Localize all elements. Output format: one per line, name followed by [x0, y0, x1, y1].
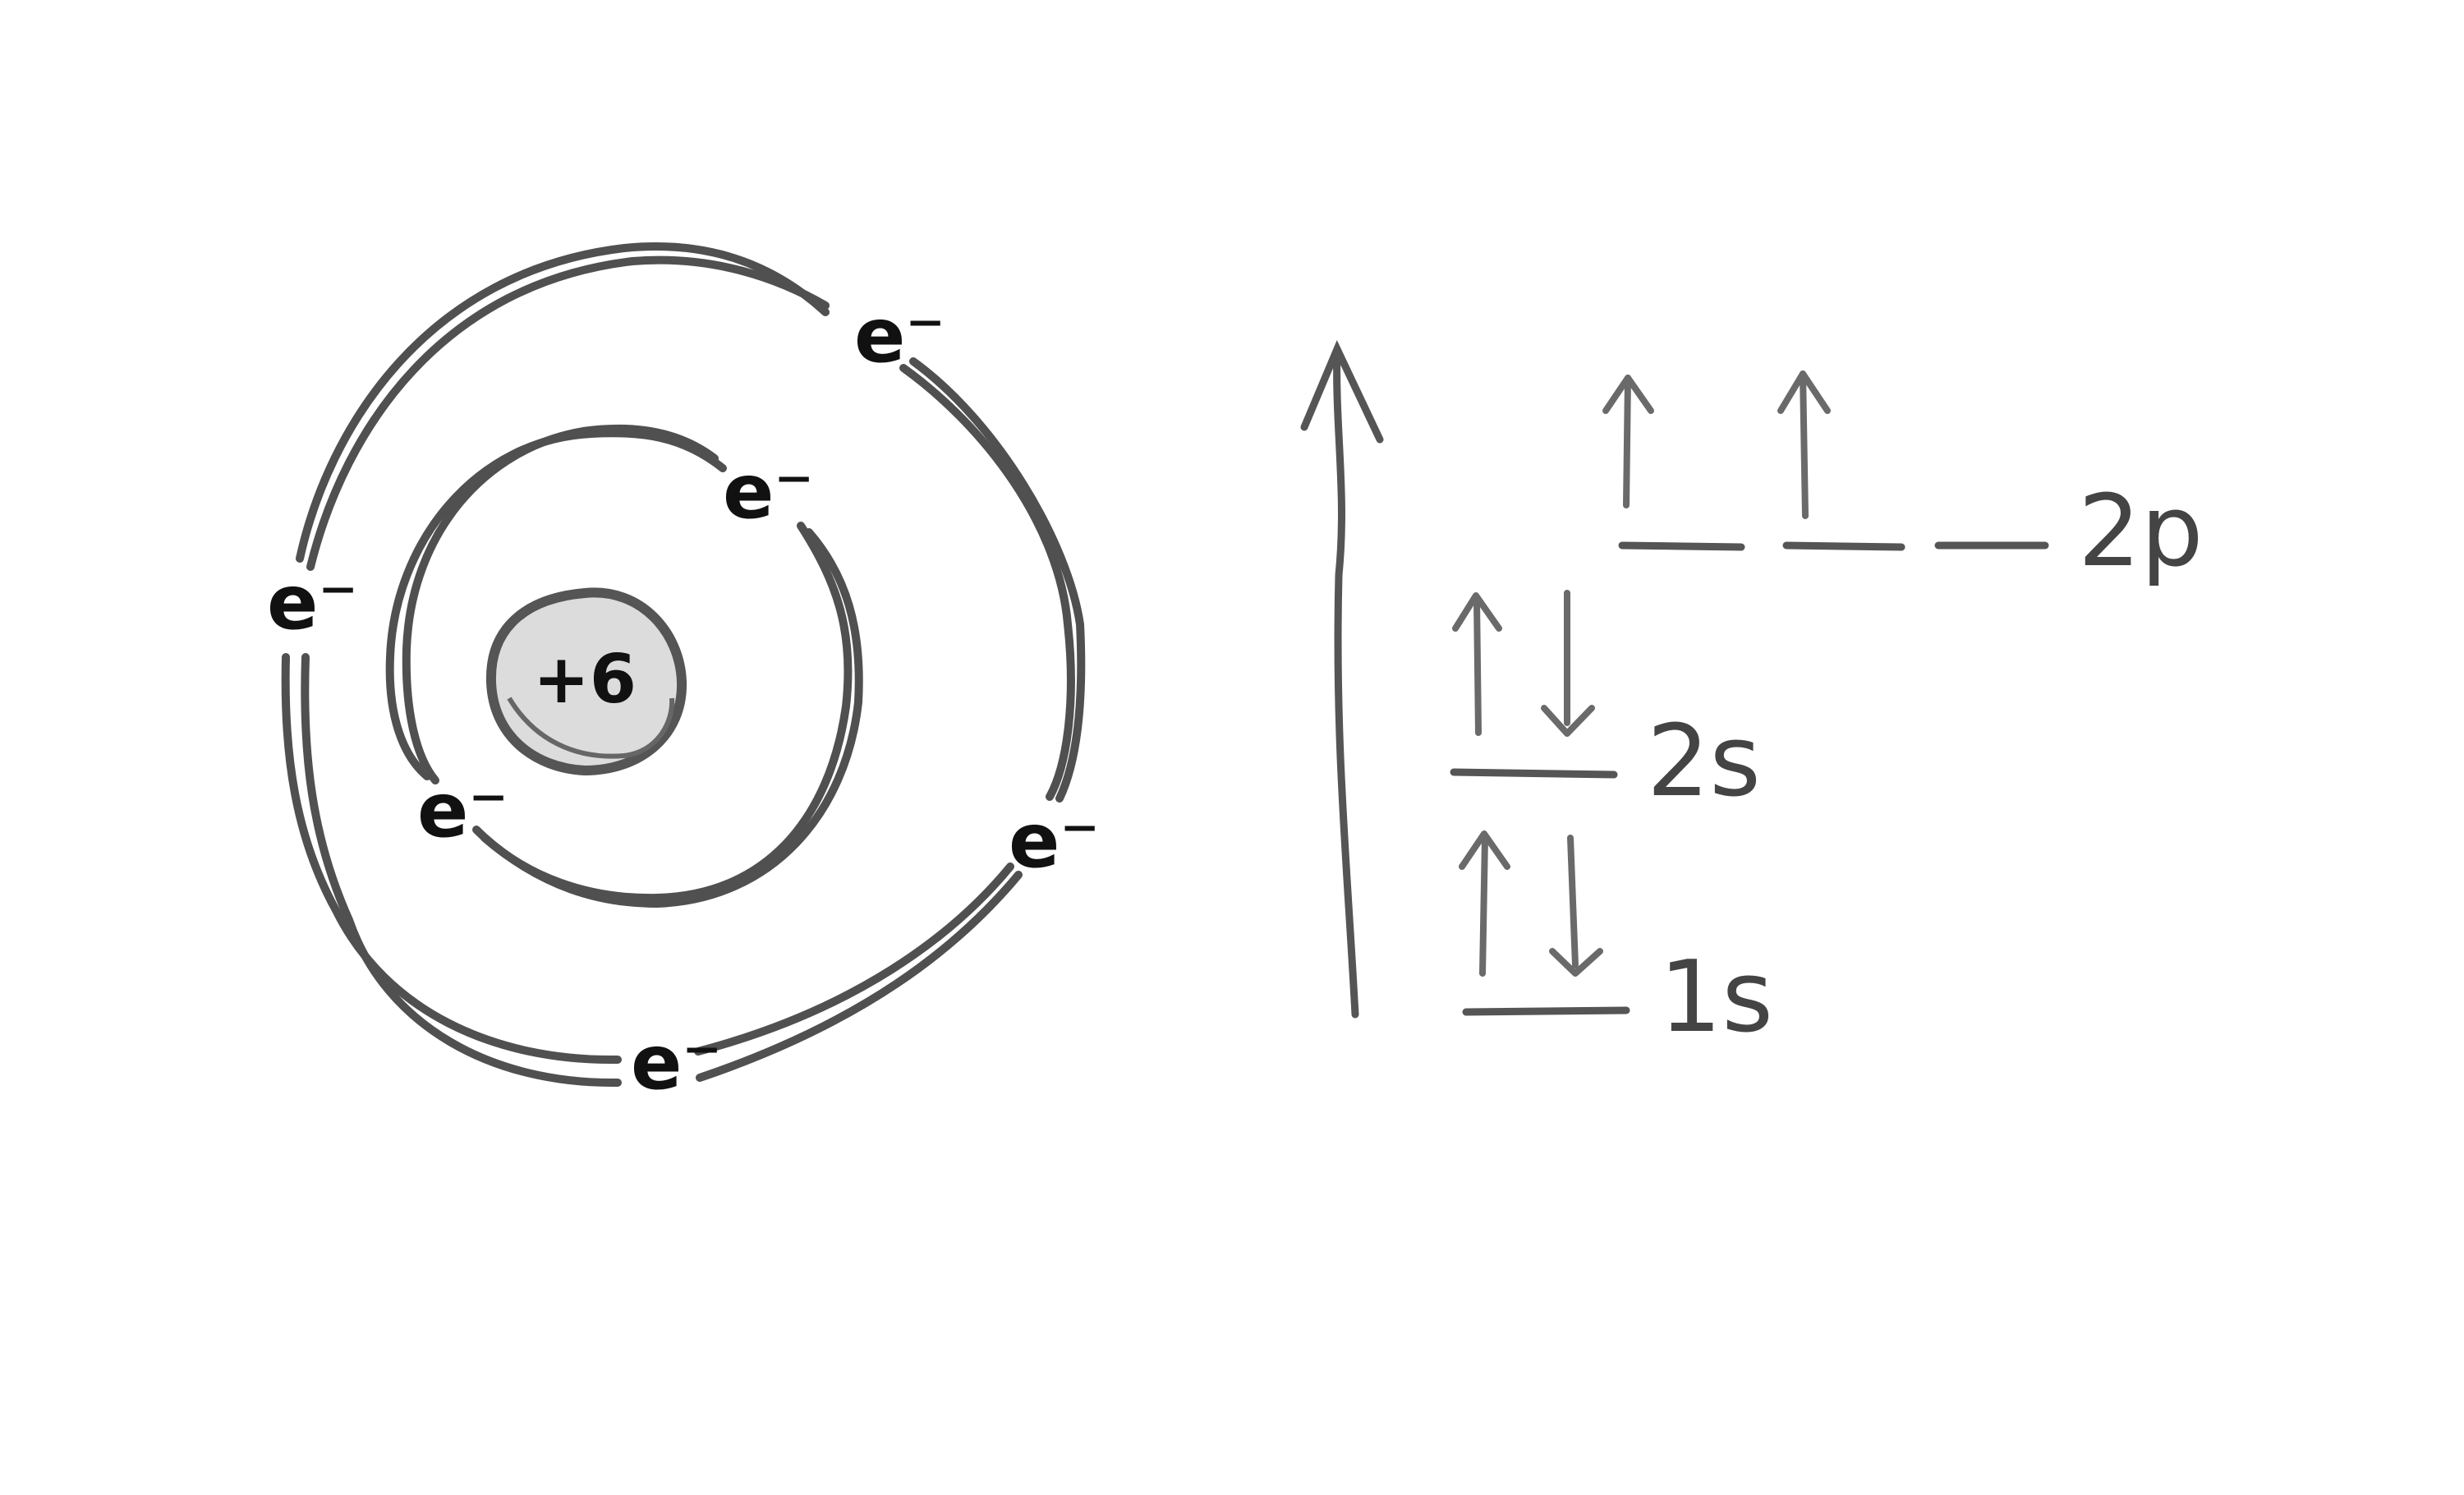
level-line-2p-2 — [1782, 541, 1905, 551]
nucleus-body — [485, 587, 687, 776]
electron-outer-bottom: e⁻ — [631, 1019, 722, 1106]
nucleus-charge-label: +6 — [533, 641, 637, 719]
level-lines — [1450, 541, 2049, 1016]
spin-down-arrow-1s — [1549, 835, 1603, 977]
electron-inner-top: e⁻ — [723, 448, 814, 536]
energy-level-diagram: 1s 2s 2p — [1300, 339, 2204, 1055]
bohr-model: +6 e⁻ e⁻ e⁻ e⁻ e⁻ e⁻ — [267, 242, 1100, 1106]
level-line-1s — [1462, 1006, 1630, 1016]
electrons: e⁻ e⁻ e⁻ e⁻ e⁻ e⁻ — [267, 292, 1100, 1106]
level-line-2s — [1450, 768, 1618, 779]
level-line-2p-1 — [1618, 541, 1745, 551]
electron-inner-left: e⁻ — [417, 766, 508, 854]
nucleus: +6 — [485, 587, 687, 776]
energy-axis-arrow — [1300, 339, 1384, 1019]
spin-up-arrow-1s — [1459, 830, 1510, 977]
electron-outer-left: e⁻ — [267, 559, 358, 646]
inner-shell — [385, 424, 863, 908]
electron-outer-right: e⁻ — [1009, 797, 1100, 885]
spin-down-arrow-2s — [1541, 590, 1595, 737]
outer-shell — [281, 242, 1086, 1088]
level-label-2s: 2s — [1647, 705, 1761, 819]
spin-arrows — [1452, 370, 1831, 977]
level-label-2p: 2p — [2078, 475, 2204, 589]
spin-up-arrow-2p-2 — [1777, 370, 1831, 519]
electron-outer-top: e⁻ — [854, 292, 945, 380]
spin-up-arrow-2s — [1452, 592, 1502, 736]
spin-up-arrow-2p-1 — [1602, 375, 1654, 508]
level-label-1s: 1s — [1659, 941, 1773, 1055]
